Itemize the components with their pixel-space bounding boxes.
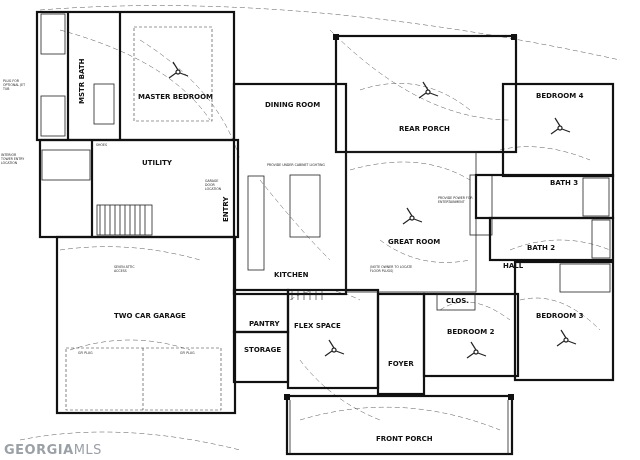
ceiling-fan-icon — [466, 341, 487, 359]
room-label-bedroom-3: BEDROOM 3 — [536, 312, 584, 320]
ceiling-fan-icon — [556, 329, 577, 347]
room-label-mstr-bath: MSTR BATH — [78, 58, 86, 104]
room-label-hall: HALL — [503, 262, 524, 270]
room-label-bedroom-4: BEDROOM 4 — [536, 92, 584, 100]
ceiling-fan-icon — [550, 117, 571, 135]
ceiling-fan-icon — [168, 61, 189, 79]
ceiling-fan-icon — [324, 339, 345, 357]
room-label-bath-3: BATH 3 — [550, 179, 578, 187]
ceiling-fan-icon — [418, 81, 439, 99]
room-label-two-car-garage: TWO CAR GARAGE — [114, 312, 186, 320]
room-label-utility: UTILITY — [142, 159, 173, 167]
room-label-pantry: PANTRY — [249, 320, 281, 328]
room-label-dining-room: DINING ROOM — [265, 101, 320, 109]
note-shoes: SHOES — [96, 143, 107, 147]
room-label-clos: CLOS. — [446, 297, 469, 305]
ceiling-fans — [168, 61, 577, 359]
room-label-master-bedroom: MASTER BEDROOM — [138, 93, 213, 101]
room-label-rear-porch: REAR PORCH — [399, 125, 450, 133]
room-label-storage: STORAGE — [244, 346, 281, 354]
note-under-cabinet-lighting: PROVIDE UNDER CABINET LIGHTING — [267, 163, 325, 167]
stairs-icon — [291, 290, 323, 300]
room-label-bedroom-2: BEDROOM 2 — [447, 328, 495, 336]
georgia-mls-watermark: GEORGIAMLS — [4, 443, 102, 458]
room-label-front-porch: FRONT PORCH — [376, 435, 433, 443]
note-gfi-plug-right: GFI PLUG — [180, 351, 195, 355]
room-label-great-room: GREAT ROOM — [388, 238, 440, 246]
room-label-bath-2: BATH 2 — [527, 244, 555, 252]
walls — [35, 10, 615, 456]
room-label-foyer: FOYER — [388, 360, 414, 368]
note-gfi-plug-left: GFI PLUG — [78, 351, 93, 355]
room-label-flex-space: FLEX SPACE — [294, 322, 341, 330]
room-label-kitchen: KITCHEN — [274, 271, 309, 279]
room-label-entry: ENTRY — [222, 196, 230, 222]
room-labels: MSTR BATH MASTER BEDROOM DINING ROOM REA… — [78, 58, 584, 443]
ceiling-fan-icon — [402, 207, 423, 225]
